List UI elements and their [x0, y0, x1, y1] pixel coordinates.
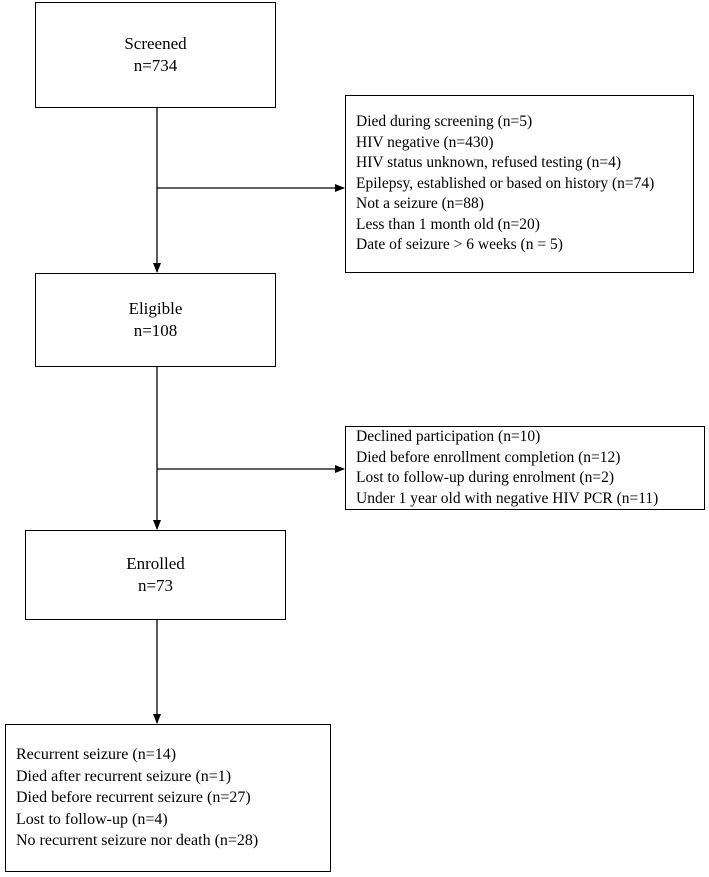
exclusion-item: Less than 1 month old (n=20) — [356, 215, 540, 233]
exclusion-item: HIV negative (n=430) — [356, 133, 494, 151]
screened-label: Screened — [124, 34, 187, 53]
exclusion-item: Died during screening (n=5) — [356, 113, 533, 131]
outcome-item: Died after recurrent seizure (n=1) — [16, 767, 232, 785]
screened-count: n=734 — [133, 56, 178, 75]
outcome-item: Died before recurrent seizure (n=27) — [16, 789, 251, 807]
eligible-box: Eligible n=108 — [35, 273, 276, 367]
exclusion-item: Lost to follow-up during enrolment (n=2) — [356, 469, 614, 486]
outcome-item: Recurrent seizure (n=14) — [16, 746, 177, 764]
exclusion-item: Epilepsy, established or based on histor… — [356, 174, 655, 192]
outcome-item: Lost to follow-up (n=4) — [16, 810, 168, 828]
exclusion-item: Died before enrollment completion (n=12) — [356, 448, 621, 466]
enrolled-count: n=73 — [137, 576, 174, 595]
exclusion-item: Under 1 year old with negative HIV PCR (… — [356, 489, 659, 507]
screening-exclusions-box: Died during screening (n=5) HIV negative… — [345, 95, 694, 273]
outcomes-box: Recurrent seizure (n=14) Died after recu… — [5, 724, 331, 872]
enrollment-exclusions-box: Declined participation (n=10) Died befor… — [345, 426, 705, 510]
outcome-item: No recurrent seizure nor death (n=28) — [16, 832, 259, 850]
exclusion-item: Declined participation (n=10) — [356, 428, 541, 445]
eligible-count: n=108 — [133, 321, 178, 340]
exclusion-item: Date of seizure > 6 weeks (n = 5) — [356, 236, 563, 254]
eligible-label: Eligible — [128, 299, 183, 318]
enrolled-label: Enrolled — [126, 554, 185, 573]
screened-box: Screened n=734 — [35, 2, 276, 108]
exclusion-item: Not a seizure (n=88) — [356, 195, 484, 213]
enrolled-box: Enrolled n=73 — [25, 530, 286, 620]
exclusion-item: HIV status unknown, refused testing (n=4… — [356, 154, 622, 172]
